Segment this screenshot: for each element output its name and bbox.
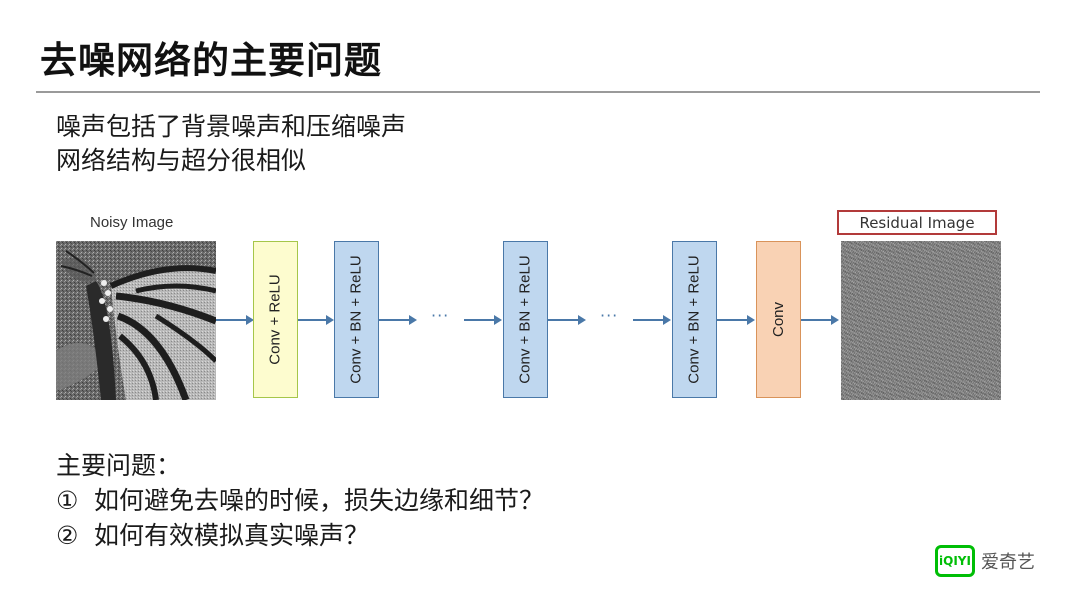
noisy-butterfly-image [56, 241, 216, 400]
layer-conv-bn-relu-1: Conv + BN + ReLU [334, 241, 379, 398]
denoise-network-diagram: Noisy Image Residual Image [0, 200, 1080, 410]
arrow-icon [717, 315, 755, 325]
intro-line-1: 噪声包括了背景噪声和压缩噪声 [56, 112, 407, 141]
logo-name: 爱奇艺 [981, 552, 1035, 573]
arrow-icon [633, 315, 671, 325]
layer-conv-bn-relu-2: Conv + BN + ReLU [503, 241, 548, 398]
residual-noise-image [841, 241, 1001, 400]
noisy-image-label: Noisy Image [90, 214, 174, 231]
layer-label: Conv [770, 301, 787, 338]
arrow-icon [548, 315, 586, 325]
question-number: ② [56, 521, 79, 550]
layer-conv-relu: Conv + ReLU [253, 241, 298, 398]
title-divider [36, 91, 1040, 93]
question-item-2: ② 如何有效模拟真实噪声？ [56, 518, 544, 553]
slide-title: 去噪网络的主要问题 [40, 39, 382, 82]
question-item-1: ① 如何避免去噪的时候，损失边缘和细节？ [56, 483, 544, 518]
ellipsis-1: ··· [431, 306, 450, 325]
intro-line-2: 网络结构与超分很相似 [56, 146, 307, 175]
question-number: ① [56, 486, 79, 515]
layer-label: Conv + BN + ReLU [686, 255, 703, 384]
iqiyi-logo-mark: iQIYI [935, 545, 975, 577]
layer-conv: Conv [756, 241, 801, 398]
question-text: 如何避免去噪的时候，损失边缘和细节？ [94, 486, 545, 515]
arrow-icon [379, 315, 417, 325]
layer-conv-bn-relu-3: Conv + BN + ReLU [672, 241, 717, 398]
question-text: 如何有效模拟真实噪声？ [94, 521, 370, 550]
intro-text: 噪声包括了背景噪声和压缩噪声 网络结构与超分很相似 [56, 110, 406, 178]
logo-mark-text: iQIYI [939, 554, 971, 568]
layer-label: Conv + BN + ReLU [517, 255, 534, 384]
questions-section: 主要问题： ① 如何避免去噪的时候，损失边缘和细节？ ② 如何有效模拟真实噪声？ [56, 448, 544, 553]
ellipsis-2: ··· [600, 306, 619, 325]
layer-label: Conv + ReLU [267, 274, 284, 365]
iqiyi-logo: iQIYI 爱奇艺 [935, 545, 1035, 577]
arrow-icon [464, 315, 502, 325]
residual-image-label: Residual Image [859, 213, 975, 232]
layer-label: Conv + BN + ReLU [348, 255, 365, 384]
arrow-icon [216, 315, 254, 325]
residual-image-label-box: Residual Image [837, 210, 997, 235]
butterfly-drawing [56, 241, 216, 400]
arrow-icon [298, 315, 334, 325]
arrow-icon [801, 315, 839, 325]
questions-heading: 主要问题： [56, 451, 182, 480]
